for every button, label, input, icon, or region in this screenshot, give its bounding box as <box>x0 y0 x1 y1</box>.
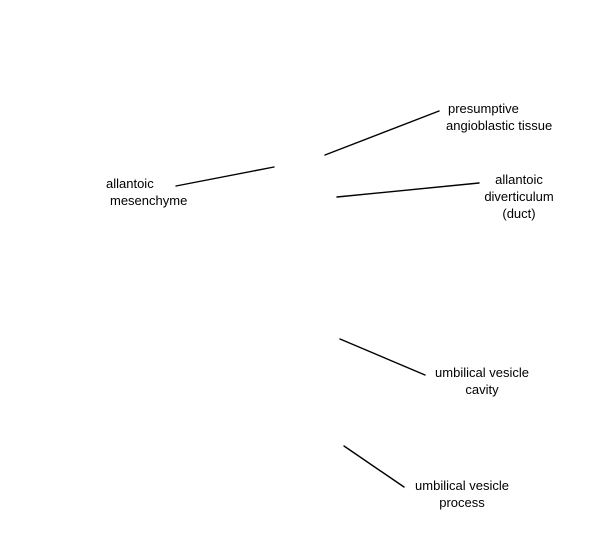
label-line: cavity <box>465 382 499 397</box>
leader-line-umbilical-vesicle-cavity <box>339 338 426 376</box>
label-line: diverticulum <box>484 189 554 204</box>
label-line: mesenchyme <box>110 193 188 208</box>
label-line: (duct) <box>502 206 536 221</box>
leader-line-allantoic-mesenchyme <box>175 166 275 187</box>
label-allantoic-diverticulum: allantoic diverticulum (duct) <box>478 171 560 222</box>
leader-line-umbilical-vesicle-process <box>343 445 405 488</box>
label-line: umbilical vesicle <box>435 365 529 380</box>
label-presumptive-angioblastic-tissue: presumptive angioblastic tissue <box>446 100 566 134</box>
label-line: process <box>439 495 485 510</box>
label-umbilical-vesicle-process: umbilical vesicle process <box>404 477 520 511</box>
leader-line-allantoic-diverticulum <box>336 182 480 198</box>
leader-line-presumptive-angioblastic-tissue <box>324 110 440 156</box>
label-line: allantoic <box>495 172 543 187</box>
label-allantoic-mesenchyme: allantoic mesenchyme <box>106 175 202 209</box>
label-line: angioblastic tissue <box>446 118 553 133</box>
label-line: umbilical vesicle <box>415 478 509 493</box>
label-line: allantoic <box>106 176 154 191</box>
label-line: presumptive <box>448 101 519 116</box>
label-umbilical-vesicle-cavity: umbilical vesicle cavity <box>424 364 540 398</box>
